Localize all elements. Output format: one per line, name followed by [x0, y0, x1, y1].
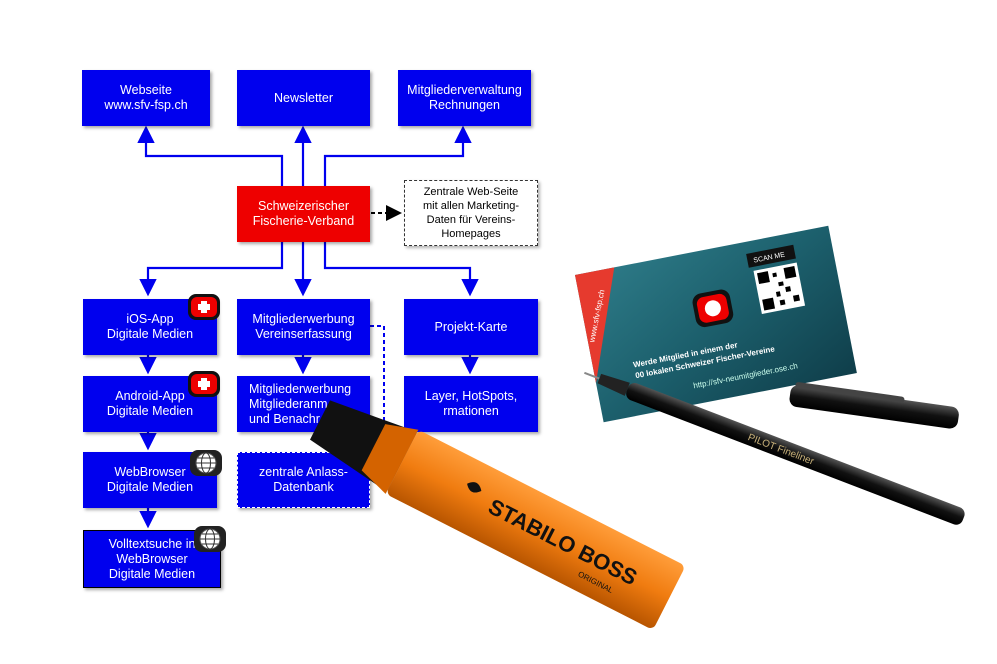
globe-badge-icon: [194, 526, 226, 552]
box-volltextsuche: Volltextsuche in WebBrowser Digitale Med…: [83, 530, 221, 588]
arrow-to-projekt-karte: [323, 242, 479, 297]
stabilo-highlighter: STABILO BOSS ORIGINAL: [310, 400, 684, 628]
swiss-badge-icon: [188, 294, 220, 320]
box-center-verband: Schweizerischer Fischerie-Verband: [237, 186, 370, 242]
pen-cap: [789, 382, 959, 429]
box-webseite: Webseite www.sfv-fsp.ch: [82, 70, 210, 126]
box-vereinserfassung: Mitgliederwerbung Vereinserfassung: [237, 299, 370, 355]
box-layer-hotspots: Layer, HotSpots, rmationen: [404, 376, 538, 432]
box-newsletter: Newsletter: [237, 70, 370, 126]
box-mitgliederverwaltung: Mitgliederverwaltung Rechnungen: [398, 70, 531, 126]
box-projekt-karte: Projekt-Karte: [404, 299, 538, 355]
box-mitgliederanmeldung: Mitgliederwerbung Mitgliederanm und Bena…: [237, 376, 370, 432]
note-zentrale-webseite: Zentrale Web-Seite mit allen Marketing- …: [404, 180, 538, 246]
business-card: www.sfv-fsp.ch SCAN ME Werde Mitglied in…: [575, 225, 857, 423]
arrow-to-webseite: [137, 125, 284, 186]
arrow-to-mitgliederverwaltung: [323, 125, 472, 186]
swiss-badge-icon: [188, 371, 220, 397]
globe-badge-icon: [190, 450, 222, 476]
arrow-to-ios: [139, 242, 284, 297]
box-webbrowser: WebBrowser Digitale Medien: [83, 452, 217, 508]
